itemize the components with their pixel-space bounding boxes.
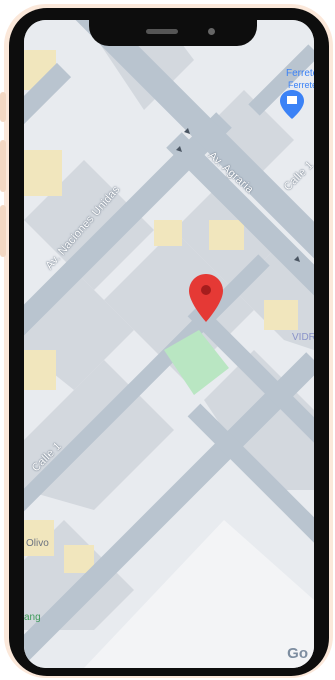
volume-down-button xyxy=(0,205,6,257)
poi-label-ferreteria-secondary: Ferreter xyxy=(288,80,314,90)
map-view[interactable]: Av. Naciones Unidas Av. Agraria Calle 1 … xyxy=(24,20,314,668)
poi-label-olivo[interactable]: Olivo xyxy=(26,538,49,549)
google-attribution: Go xyxy=(287,645,308,662)
phone-notch xyxy=(89,8,257,46)
side-button xyxy=(0,92,6,122)
poi-label-ferreteria[interactable]: Ferrete xyxy=(286,68,314,79)
empty-block xyxy=(84,520,314,668)
poi-label-vidrio[interactable]: VIDR xyxy=(292,332,314,343)
speaker-grille xyxy=(146,29,178,34)
map-pin-icon[interactable] xyxy=(189,274,223,322)
roads xyxy=(24,20,314,666)
park-area xyxy=(164,330,229,395)
map-canvas[interactable] xyxy=(24,20,314,668)
front-camera xyxy=(208,28,215,35)
store-icon[interactable] xyxy=(280,90,304,119)
poi-label-bang[interactable]: ang xyxy=(24,612,41,623)
one-way-arrows xyxy=(176,128,300,262)
volume-up-button xyxy=(0,140,6,192)
